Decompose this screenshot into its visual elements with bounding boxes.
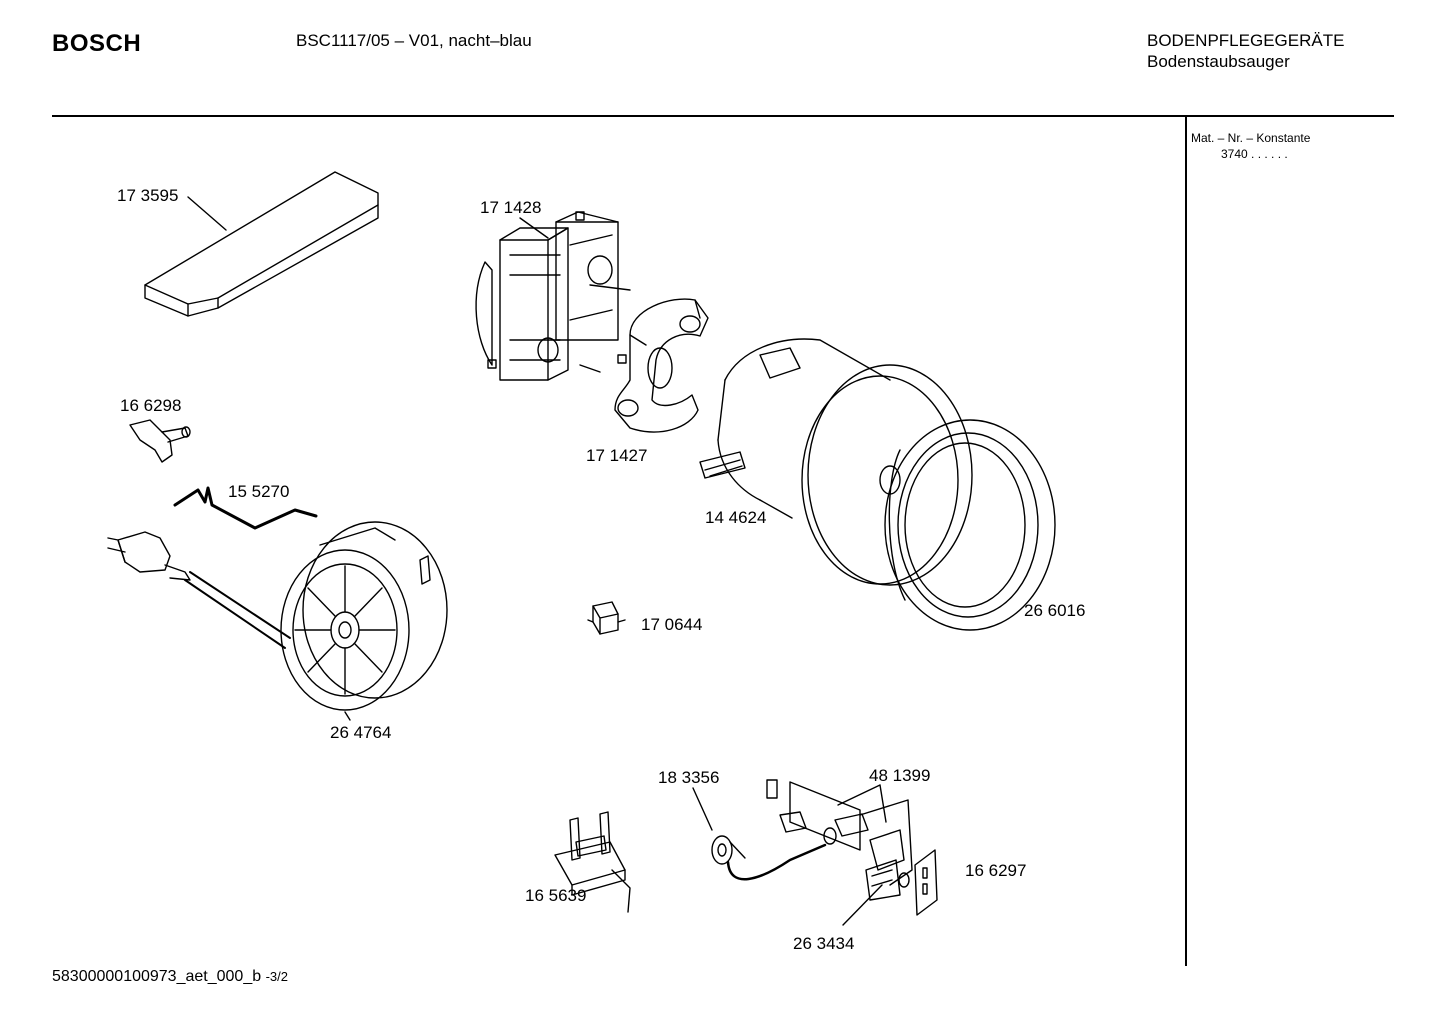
category-title: BODENPFLEGEGERÄTE [1147, 31, 1345, 50]
leader-481399 [838, 785, 886, 822]
ring-drawing [885, 420, 1055, 630]
wire-bracket-drawing [175, 488, 316, 528]
mat-nr-label: Mat. – Nr. – Konstante [1191, 131, 1311, 145]
part-label-165639: 16 5639 [525, 886, 587, 905]
filter-pad-drawing [145, 172, 378, 316]
part-label-166298: 16 6298 [120, 396, 182, 415]
mat-nr-value: 3740 . . . . . . [1221, 147, 1288, 161]
model-title: BSC1117/05 – V01, nacht–blau [296, 31, 532, 50]
footer-page-number: -3/2 [265, 969, 288, 984]
part-label-263434: 26 3434 [793, 934, 855, 953]
part-label-170644: 17 0644 [641, 615, 703, 634]
part-label-166297: 16 6297 [965, 861, 1027, 880]
footer-doc-id: 58300000100973_aet_000_b -3/2 [52, 968, 288, 986]
cable-reel-drawing [108, 522, 447, 710]
subcategory-title: Bodenstaubsauger [1147, 52, 1290, 71]
switch-drawing [555, 812, 630, 912]
leader-144624 [760, 500, 792, 518]
connector-block-drawing [588, 602, 625, 634]
part-label-144624: 14 4624 [705, 508, 767, 527]
sidebar-divider [1185, 116, 1187, 966]
leader-171428 [520, 218, 548, 238]
motor-drawing [700, 339, 972, 585]
part-label-171427: 17 1427 [586, 446, 648, 465]
footer-doc-number: 58300000100973_aet_000_b [52, 968, 262, 985]
part-label-266016: 26 6016 [1024, 601, 1086, 620]
part-label-173595: 17 3595 [117, 186, 179, 205]
part-label-264764: 26 4764 [330, 723, 392, 742]
electronics-drawing [712, 780, 937, 915]
exploded-view-diagram [0, 0, 1180, 960]
header-divider [52, 115, 1394, 117]
leader-264764 [345, 712, 350, 720]
leader-263434 [843, 885, 882, 925]
part-label-481399: 48 1399 [869, 766, 931, 785]
brand-logo: BOSCH [52, 30, 142, 57]
leader-183356 [693, 788, 712, 830]
part-label-183356: 18 3356 [658, 768, 720, 787]
clip-drawing [130, 420, 190, 462]
brush-holder-drawing [615, 299, 708, 432]
part-label-155270: 15 5270 [228, 482, 290, 501]
part-label-171428: 17 1428 [480, 198, 542, 217]
stator-drawing [476, 212, 630, 380]
